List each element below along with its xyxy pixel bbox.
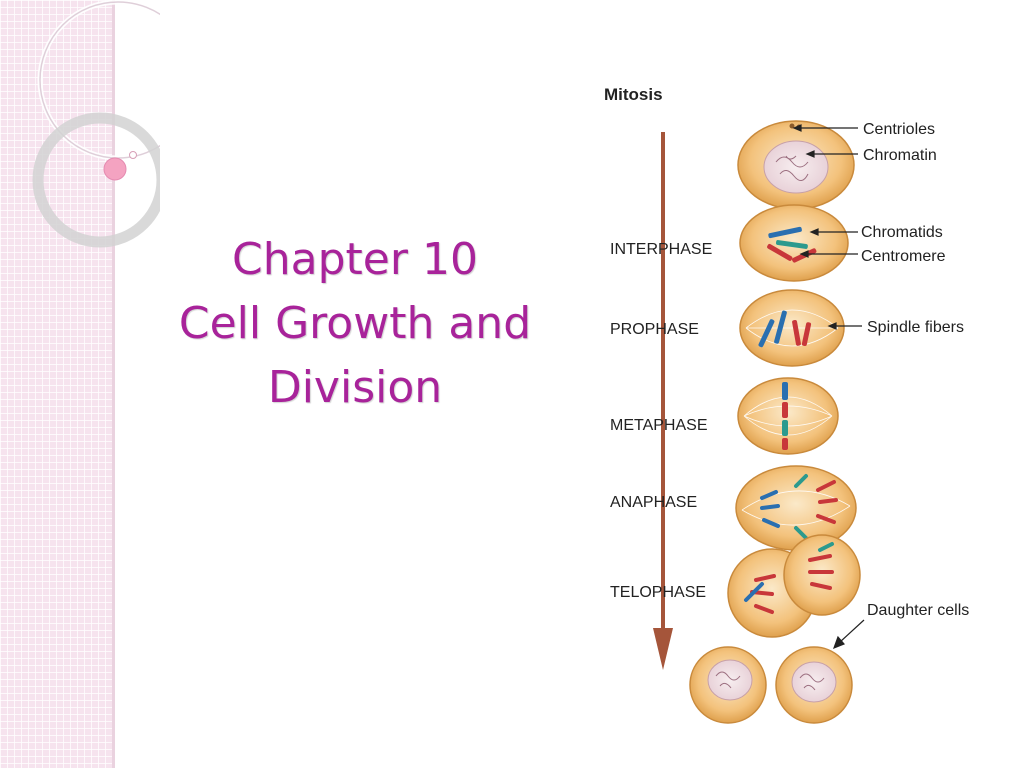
pink-dot (103, 157, 127, 181)
cell-prophase (739, 204, 849, 282)
title-line-1: Chapter 10 (232, 234, 478, 285)
phase-label-telophase: TELOPHASE (610, 584, 706, 601)
decorative-rings (32, 0, 160, 248)
daughter-cell-left (689, 646, 767, 724)
timeline-arrow (653, 132, 673, 670)
callout-daughter-cells: Daughter cells (867, 602, 969, 619)
cell-anaphase (735, 465, 857, 551)
title-line-3: Division (267, 362, 443, 413)
callout-spindle-fibers: Spindle fibers (867, 319, 964, 336)
small-ring-dot (129, 151, 137, 159)
phase-label-anaphase: ANAPHASE (610, 494, 697, 511)
callout-centrioles: Centrioles (863, 121, 935, 138)
callout-lines (792, 124, 865, 650)
callout-centromere: Centromere (861, 248, 946, 265)
cell-spindle (739, 289, 845, 367)
phase-label-interphase: INTERPHASE (610, 241, 712, 258)
cell-interphase (737, 120, 855, 210)
slide-title: Chapter 10 Cell Growth and Division (150, 228, 560, 420)
phase-label-prophase: PROPHASE (610, 321, 699, 338)
figure-heading: Mitosis (604, 85, 663, 104)
side-band-edge (112, 0, 115, 768)
mitosis-figure: Mitosis INTERPHASE PROPHASE METAPHASE AN… (604, 85, 969, 724)
daughter-cell-right (775, 646, 853, 724)
title-line-2: Cell Growth and (178, 298, 532, 349)
callout-chromatin: Chromatin (863, 147, 937, 164)
callout-chromatids: Chromatids (861, 224, 943, 241)
cell-telophase (727, 534, 861, 638)
phase-label-metaphase: METAPHASE (610, 417, 708, 434)
cell-metaphase (737, 377, 839, 455)
